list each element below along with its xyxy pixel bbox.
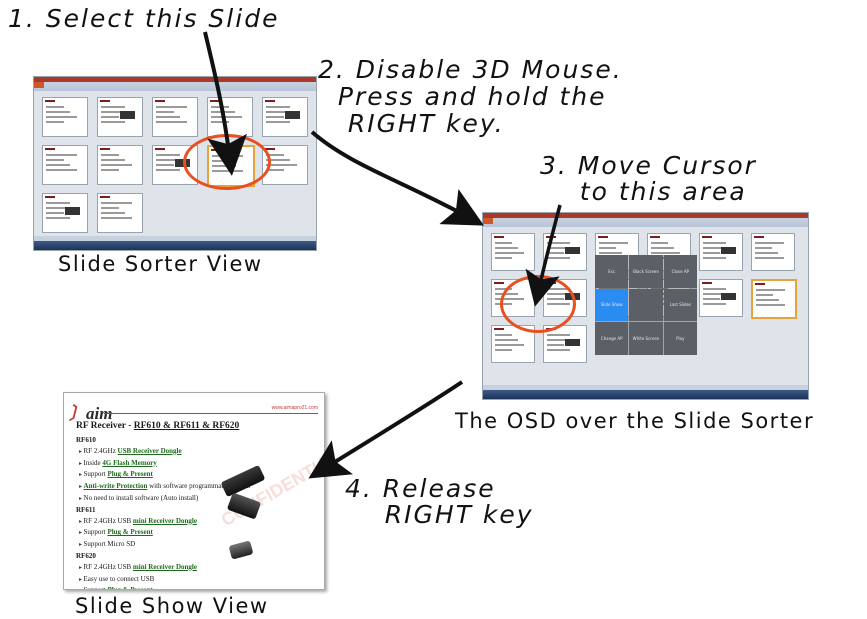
status-bar xyxy=(34,236,316,241)
slide-section-heading: RF620 xyxy=(76,551,96,560)
osd-menu-item[interactable]: Esc xyxy=(595,255,629,288)
slide-thumbnail[interactable] xyxy=(699,233,743,271)
slide-thumbnail[interactable] xyxy=(262,97,308,137)
slide-title: RF Receiver - RF610 & RF611 & RF620 xyxy=(76,421,239,431)
slide-title-prefix: RF Receiver - xyxy=(76,421,134,431)
ribbon xyxy=(34,77,316,91)
arrow-step1-to-slide xyxy=(203,31,247,176)
slide-bullet: Support Plug & Present xyxy=(76,527,250,539)
slide-bullet: Anti-write Protection with software prog… xyxy=(76,481,250,493)
slide-bullet: Inside 4G Flash Memory xyxy=(76,458,250,470)
slide-thumbnail[interactable] xyxy=(97,97,143,137)
osd-menu-item[interactable]: White Screen xyxy=(629,322,663,355)
slide-thumbnail[interactable] xyxy=(97,193,143,233)
slide-show-view: 〕aim www.aimapro21.com RF Receiver - RF6… xyxy=(63,392,325,590)
osd-menu-item[interactable]: Close AP xyxy=(663,255,697,288)
slide-body: RF610 RF 2.4GHz USB Receiver DongleInside… xyxy=(76,435,250,589)
arrow-sorter-to-osd xyxy=(310,130,485,226)
status-bar xyxy=(483,385,808,390)
slide-bullet: Support Plug & Present xyxy=(76,469,250,481)
osd-menu-item[interactable]: Black Screen xyxy=(629,255,663,288)
slide-bullet: RF 2.4GHz USB Receiver Dongle xyxy=(76,446,250,458)
slide-thumbnail[interactable] xyxy=(491,233,535,271)
slide-section-heading: RF611 xyxy=(76,505,96,514)
osd-menu-item[interactable]: Play xyxy=(663,322,697,355)
caption-slide-show-view: Slide Show View xyxy=(75,594,269,618)
step-3-text: 3. Move Cursor to this area xyxy=(540,151,757,206)
slide-bullet: Support Micro SD xyxy=(76,539,250,551)
slide-thumbnail[interactable] xyxy=(152,97,198,137)
slide-thumbnail[interactable] xyxy=(751,279,797,319)
slide-bullet: Support Plug & Present xyxy=(76,585,250,589)
step-4-text: 4. Release RIGHT key xyxy=(345,474,534,529)
osd-menu-item[interactable]: Slide Show xyxy=(595,288,629,322)
slide-thumbnail[interactable] xyxy=(751,233,795,271)
website-url: www.aimapro21.com xyxy=(271,405,318,411)
slide-thumbnail[interactable] xyxy=(42,193,88,233)
slide-bullet: RF 2.4GHz USB mini Receiver Dongle xyxy=(76,562,250,574)
step-1-text: 1. Select this Slide xyxy=(8,4,280,33)
slide-thumbnail[interactable] xyxy=(42,97,88,137)
osd-menu-item[interactable]: Last Slides xyxy=(663,288,697,322)
slide-thumbnail[interactable] xyxy=(543,325,587,363)
arrow-osd-to-slideshow xyxy=(308,380,464,479)
slide-thumbnail[interactable] xyxy=(42,145,88,185)
logo-text: aim xyxy=(86,404,113,423)
caption-osd-over-sorter: The OSD over the Slide Sorter xyxy=(455,409,815,433)
osd-menu-item xyxy=(629,288,663,322)
arrow-step3-to-area xyxy=(525,204,562,307)
header-rule xyxy=(104,413,318,414)
slide-section-heading: RF610 xyxy=(76,436,96,444)
slide-bullet: No need to install software (Auto instal… xyxy=(76,493,250,505)
ribbon xyxy=(483,213,808,227)
slide-thumbnail[interactable] xyxy=(699,279,743,317)
slide-thumbnail[interactable] xyxy=(97,145,143,185)
aim-logo: 〕aim xyxy=(69,404,113,423)
caption-slide-sorter-view: Slide Sorter View xyxy=(58,252,263,276)
slide-title-models: RF610 & RF611 & RF620 xyxy=(133,421,240,431)
slide-thumbnail[interactable] xyxy=(491,325,535,363)
step-2-text: 2. Disable 3D Mouse. Press and hold the … xyxy=(318,55,623,138)
slide-bullet: Easy use to connect USB xyxy=(76,574,250,586)
slide-bullet: RF 2.4GHz USB mini Receiver Dongle xyxy=(76,516,250,528)
taskbar xyxy=(34,241,316,250)
taskbar xyxy=(483,390,808,399)
osd-menu-item[interactable]: Change AP xyxy=(595,322,629,355)
slide-thumbnail[interactable] xyxy=(207,97,253,137)
